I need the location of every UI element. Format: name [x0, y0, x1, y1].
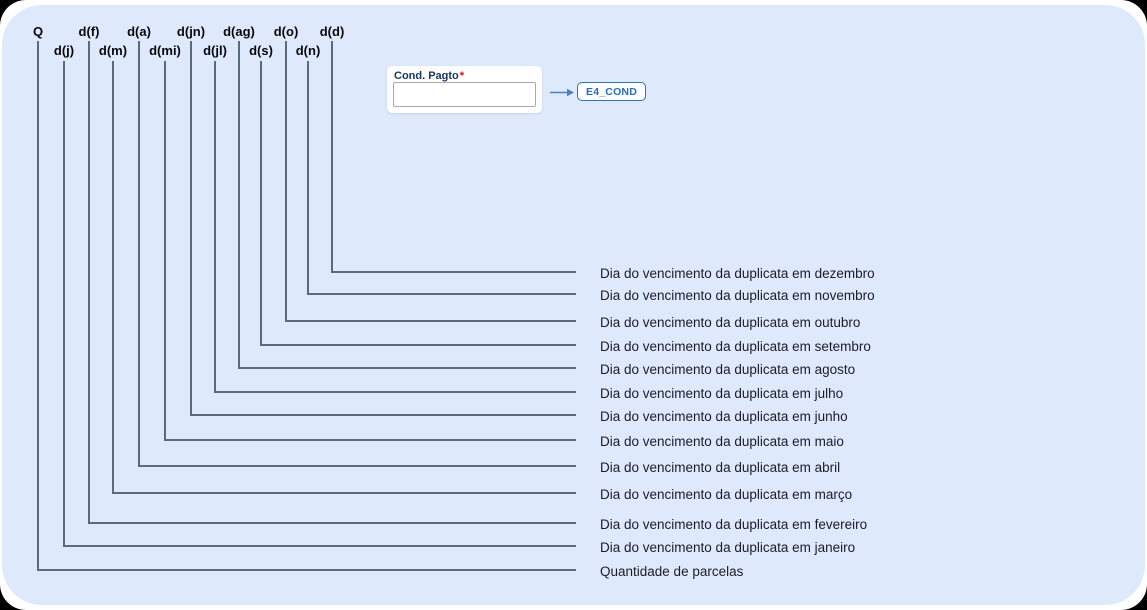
cond-pagto-input[interactable] [393, 82, 536, 107]
token-label: d(ag) [223, 24, 255, 39]
token-label: d(a) [127, 24, 151, 39]
token-label: d(jn) [176, 24, 206, 39]
diagram-canvas: d(d) d(n) d(o)d(s) d(ag) d(jl) d(jn) d(mi) d(a)… [2, 5, 1145, 605]
description-label: Dia do vencimento da duplicata em maio [600, 434, 844, 449]
description-label: Dia do vencimento da duplicata em outubr… [600, 315, 861, 330]
connector-line [112, 61, 576, 494]
token-label: d(o) [273, 24, 299, 39]
token-label: d(f) [78, 24, 100, 39]
description-label: Dia do vencimento da duplicata em agosto [600, 362, 856, 377]
token-label: d(m) [98, 43, 128, 58]
required-asterisk: * [459, 70, 465, 82]
token-label: d(d) [319, 24, 345, 39]
description-label: Dia do vencimento da duplicata em novemb… [600, 288, 875, 303]
connector-line [164, 61, 576, 441]
connector-line [63, 61, 576, 547]
token-label: d(j) [53, 43, 75, 58]
token-label: d(s) [249, 43, 273, 58]
description-label: Dia do vencimento da duplicata em fevere… [600, 517, 868, 532]
description-label: Dia do vencimento da duplicata em dezemb… [600, 266, 875, 281]
token-label: d(mi) [149, 43, 181, 58]
description-label: Dia do vencimento da duplicata em julho [600, 386, 844, 401]
field-badge-e4-cond[interactable]: E4_COND [577, 82, 646, 101]
description-label: Dia do vencimento da duplicata em janeir… [600, 540, 856, 555]
description-label: Dia do vencimento da duplicata em abril [600, 460, 841, 475]
token-label: Q [32, 24, 44, 39]
description-label: Dia do vencimento da duplicata em março [600, 487, 853, 502]
description-label: Dia do vencimento da duplicata em junho [600, 409, 848, 424]
token-label: d(jl) [203, 43, 227, 58]
cond-pagto-label: Cond. Pagto* [394, 70, 464, 82]
connector-line [37, 41, 576, 571]
token-label: d(n) [295, 43, 321, 58]
connector-line [88, 41, 576, 524]
cond-pagto-field-card: Cond. Pagto* [387, 66, 542, 113]
maps-to-arrow-icon [550, 88, 574, 97]
description-label: Quantidade de parcelas [600, 564, 744, 579]
cond-pagto-label-text: Cond. Pagto [394, 70, 459, 82]
description-label: Dia do vencimento da duplicata em setemb… [600, 339, 871, 354]
